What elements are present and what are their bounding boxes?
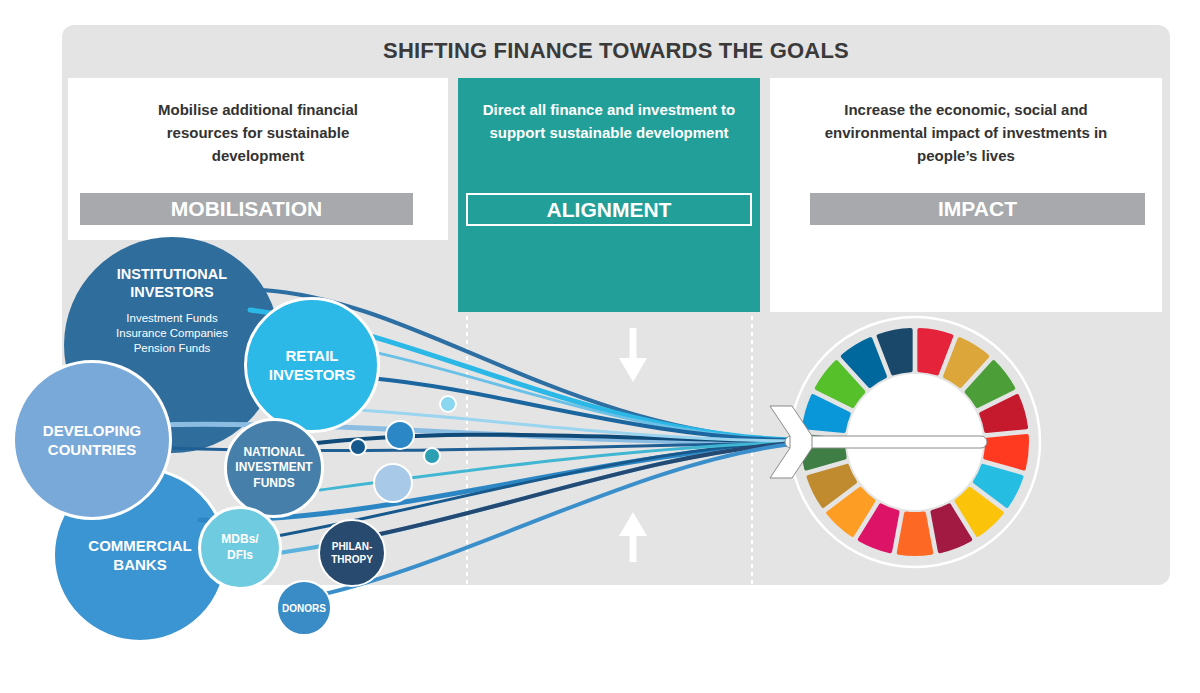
node-heading: PHILAN- THROPY xyxy=(325,540,379,566)
node-body: MOBILISATION xyxy=(80,193,413,225)
node-body: IMPACT xyxy=(810,193,1145,225)
arrow-shaft xyxy=(785,436,987,448)
node-heading: Mobilise additional financial resources … xyxy=(153,98,363,167)
circle-shape xyxy=(319,520,385,586)
node-heading: DONORS xyxy=(282,602,326,615)
wheel-segment xyxy=(807,464,857,508)
circle-outline xyxy=(244,297,380,433)
down-arrow-head xyxy=(619,358,647,382)
node-body: MDBs/ DFIs xyxy=(198,506,282,590)
source-circle: NATIONAL INVESTMENT FUNDS xyxy=(224,418,324,518)
node-heading: INSTITUTIONAL INVESTORS xyxy=(97,265,247,301)
circle-outline xyxy=(12,360,172,520)
wheel-segment xyxy=(979,394,1028,433)
source-circle: DEVELOPING COUNTRIES xyxy=(12,360,172,520)
node-heading: RETAIL INVESTORS xyxy=(260,346,365,385)
node-heading: IMPACT xyxy=(938,197,1017,220)
circle-shape xyxy=(277,581,331,635)
circle-shape xyxy=(246,299,379,432)
flow-dot xyxy=(350,439,366,455)
stage-panel: Mobilise additional financial resources … xyxy=(68,78,448,240)
node-heading: NATIONAL INVESTMENT FUNDS xyxy=(232,445,316,492)
node-body: DONORS xyxy=(276,580,332,636)
outer-panel xyxy=(62,25,1170,585)
node-heading: Increase the economic, social and enviro… xyxy=(810,98,1122,167)
node-heading: MOBILISATION xyxy=(171,197,322,220)
node-body: DEVELOPING COUNTRIES xyxy=(12,360,172,520)
diagram-title: SHIFTING FINANCE TOWARDS THE GOALS xyxy=(62,38,1170,64)
circle-shape xyxy=(200,508,281,589)
stage-band: IMPACT xyxy=(810,193,1145,225)
up-arrow-head xyxy=(619,512,647,536)
node-heading: ALIGNMENT xyxy=(547,198,672,221)
source-circle: PHILAN- THROPY xyxy=(318,519,386,587)
node-body: NATIONAL INVESTMENT FUNDS xyxy=(224,418,324,518)
node-heading: Direct all finance and investment to sup… xyxy=(472,98,747,144)
circle-shape xyxy=(14,362,171,519)
source-circle: RETAIL INVESTORS xyxy=(244,297,380,433)
node-body: PHILAN- THROPY xyxy=(318,519,386,587)
flow-dot xyxy=(424,448,440,464)
up-arrow-shaft xyxy=(630,532,637,562)
circle-outline xyxy=(318,519,386,587)
flow-dot xyxy=(386,421,414,449)
wheel-segment xyxy=(930,503,972,553)
node-body-text: Investment Funds Insurance Companies Pen… xyxy=(111,311,233,356)
node-heading: MDBs/ DFIs xyxy=(215,532,265,563)
stage-panel: Increase the economic, social and enviro… xyxy=(770,78,1162,312)
flow-dot xyxy=(374,464,412,502)
wheel-segment xyxy=(877,328,913,375)
stage-band: MOBILISATION xyxy=(80,193,413,225)
stage-band: ALIGNMENT xyxy=(466,193,752,226)
source-circle: MDBs/ DFIs xyxy=(198,506,282,590)
source-circle: DONORS xyxy=(276,580,332,636)
node-heading: COMMERCIAL BANKS xyxy=(80,536,200,575)
stage-panel: Direct all finance and investment to sup… xyxy=(458,78,760,312)
node-body: ALIGNMENT xyxy=(468,195,750,224)
node-heading: DEVELOPING COUNTRIES xyxy=(33,421,151,460)
down-arrow-shaft xyxy=(630,328,637,362)
flow-line xyxy=(360,410,792,441)
node-body: Direct all finance and investment to sup… xyxy=(458,78,760,312)
wheel-segment xyxy=(983,434,1029,470)
flow-dot xyxy=(440,396,456,412)
circle-shape xyxy=(226,420,323,517)
node-body: RETAIL INVESTORS xyxy=(244,297,380,433)
flow-line xyxy=(320,444,792,595)
arrow-fletching xyxy=(770,406,812,478)
wheel-segment xyxy=(897,511,934,556)
